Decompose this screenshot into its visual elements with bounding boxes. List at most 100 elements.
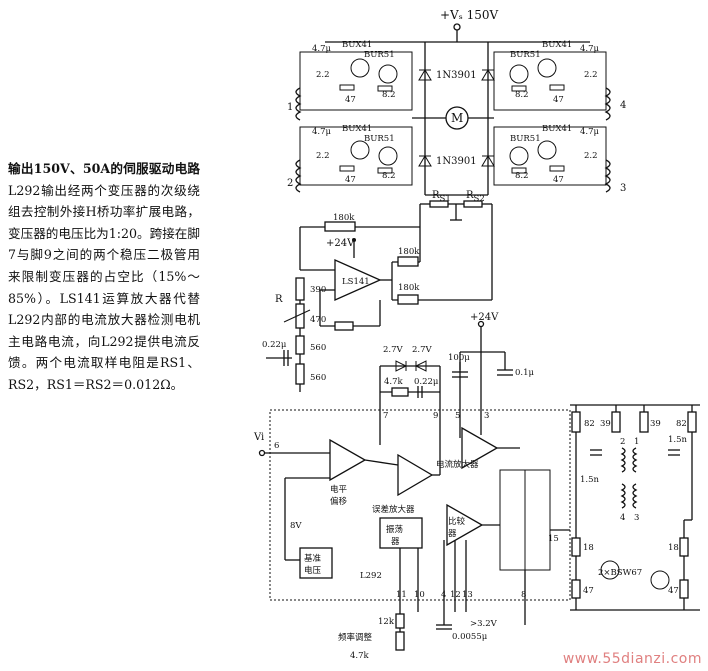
opamp-ls141-label: LS141 [342,277,370,287]
pin-6: 6 [274,441,279,451]
reference-label-2: 电压 [304,565,322,576]
description-body: L292输出经两个变压器的次级绕组去控制外接H桥功率扩展电路，变压器的电压比为1… [8,182,200,392]
winding-label-3: 3 [620,183,626,194]
pin-13: 13 [462,590,473,600]
res-180k-top [324,221,356,232]
cap-47u-ru: 4.7μ [580,44,600,54]
res-22-ll: 2.2 [316,151,330,161]
res-22-lu: 2.2 [316,70,330,80]
supply-top-label: +Vₛ 150V [440,8,498,22]
circuit-description: 输出150V、50A的伺服驱动电路 L292输出经两个变压器的次级绕组去控制外接… [8,158,200,396]
winding-label-1: 1 [287,102,293,113]
res-39a-label: 39 [600,419,611,429]
input-vi-label: Vi [253,432,264,443]
cap-00055-label: 0.0055μ [452,632,488,642]
diode-label-bottom: 1N3901 [436,156,477,167]
res-82-ll: 8.2 [382,171,396,181]
diode-label-top: 1N3901 [436,70,477,81]
supply-low-label: >3.2V [470,619,498,629]
diode-1n3901-ul [418,69,432,81]
zener-2-label: 2.7V [412,345,433,355]
pin-15: 15 [548,534,559,544]
drive-block-left-lower [299,126,413,186]
winding-label-2: 2 [287,178,293,189]
diode-1n3901-ll [418,155,432,167]
comparator-label-2: 器 [448,529,457,539]
pin-8: 8 [521,590,526,600]
res-82b [687,411,697,433]
watermark: www.55dianzi.com [562,651,702,667]
cap-01-label: 0.1μ [515,368,535,378]
comparator [446,503,484,547]
tr-main-ru: BUX41 [542,40,572,50]
res-560b [295,363,305,385]
zener-2 [414,360,427,372]
error-amp-label: 误差放大器 [372,504,415,515]
res-180k-a [397,256,419,267]
res-47a-label: 47 [583,586,594,596]
l292-label: L292 [360,571,382,581]
motor-label: M [451,111,463,125]
pin-5: 5 [455,411,460,421]
transformer-top-secondary [632,447,638,473]
res-47a [571,579,581,599]
pin-10: 10 [414,590,425,600]
res-180k-top-label: 180k [333,213,355,223]
res-12k-label: 12k [378,617,395,627]
cap-15a-label: 1.5n [580,475,600,485]
res-47-lu: 47 [345,95,356,105]
res-22-rl: 2.2 [584,151,598,161]
res-39a [611,411,621,433]
res-22-ru: 2.2 [584,70,598,80]
cap-022-label: 0.22μ [262,340,287,350]
drive-block-left-upper [299,51,413,111]
winding-3 [604,159,611,193]
oscillator [379,517,423,549]
oscillator-label-1: 振荡 [386,524,404,535]
xfmr-top-label-1: 2 [620,437,625,447]
cap-47u-ll: 4.7μ [312,127,332,137]
xfmr-bot-label-2: 3 [634,513,639,523]
res-18a-label: 18 [583,543,594,553]
pin-9: 9 [433,411,438,421]
res-82b-label: 82 [676,419,687,429]
tr-main-rl: BUX41 [542,124,572,134]
supply-terminal [453,23,461,31]
res-12k [395,613,405,629]
motor [445,106,469,130]
res-560b-label: 560 [310,373,326,383]
pin-7: 7 [383,411,388,421]
res-180k-a-label: 180k [398,247,420,257]
res-47-rl: 47 [553,175,564,185]
res-18b [679,537,689,557]
res-39b-label: 39 [650,419,661,429]
res-47-ru: 47 [553,95,564,105]
xfmr-top-label-2: 1 [634,437,639,447]
winding-1 [295,87,302,121]
winding-4 [604,87,611,121]
cap-15b-label: 1.5n [668,435,688,445]
transformer-bottom-secondary [632,483,638,509]
output-driver-stage: 82 39 39 82 1.5n 1.5n 2 1 4 3 18 47 18 4… [570,404,700,611]
res-47k [391,387,409,397]
res-82a [571,411,581,433]
transformer-top-primary [620,447,626,473]
zener-1-label: 2.7V [383,345,404,355]
tr-drive-ll: BUR51 [364,134,395,144]
supply-24v-mid: +24V [326,238,355,249]
cap-022b-label: 0.22μ [414,377,439,387]
res-82-rl: 8.2 [515,171,529,181]
transistor-lu-1 [350,58,370,78]
pin-3: 3 [484,411,489,421]
res-47k-label: 4.7k [384,377,404,387]
tr-drive-rl: BUR51 [510,134,541,144]
cap-47u-rl: 4.7μ [580,127,600,137]
res-47b [679,579,689,599]
res-47-ll: 47 [345,175,356,185]
voltage-reference [299,547,333,579]
level-shift-label-2: 偏移 [330,496,348,507]
pot-r-label: R [275,294,283,305]
res-390-label: 390 [310,285,326,295]
cap-100-label: 100μ [448,353,470,363]
